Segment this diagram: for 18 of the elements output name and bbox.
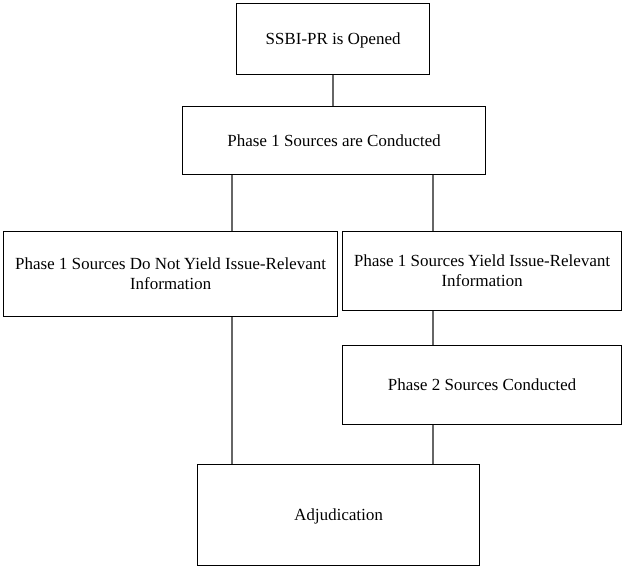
box-text: SSBI-PR is Opened	[265, 29, 401, 49]
process-box	[3, 231, 338, 317]
box-text: Phase 1 Sources Yield Issue-Relevant Information	[352, 251, 612, 291]
connector-line	[231, 317, 233, 464]
connector-line	[432, 311, 434, 345]
box-text: Phase 1 Sources Do Not Yield Issue-Relevant Information	[14, 254, 327, 294]
connector-line	[231, 175, 233, 231]
process-box	[342, 345, 622, 425]
box-text: Adjudication	[294, 505, 383, 525]
box-text: Phase 2 Sources Conducted	[388, 375, 576, 395]
box-text: Phase 1 Sources are Conducted	[227, 130, 441, 150]
connector-line	[332, 75, 334, 106]
process-box	[236, 3, 430, 75]
process-box	[197, 464, 480, 566]
connector-line	[432, 425, 434, 464]
connector-line	[432, 175, 434, 231]
process-box	[182, 106, 486, 175]
process-box	[342, 231, 622, 311]
